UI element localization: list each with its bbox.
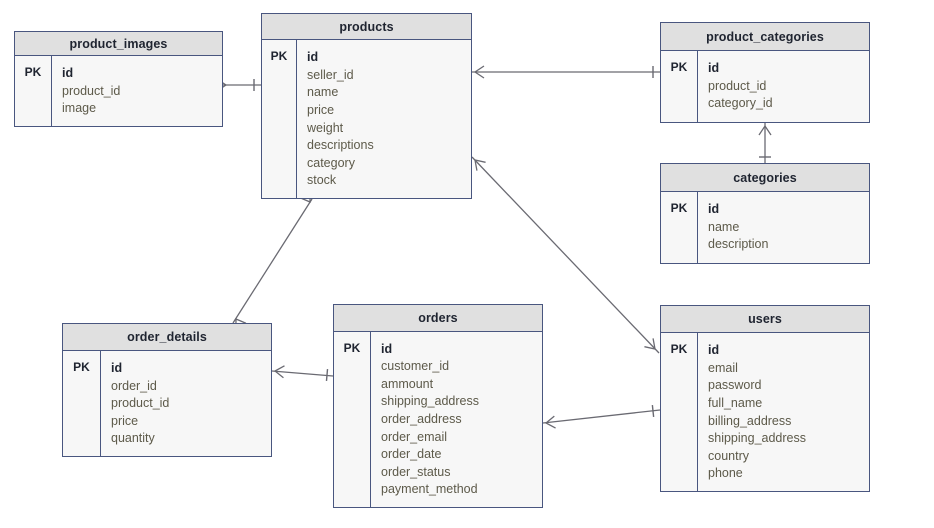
primary-key-label-users: PK [661,333,698,491]
attribute-row[interactable]: price [111,413,139,428]
entity-body-categories: PK id name description [661,192,869,263]
relationship-line [542,409,661,424]
attribute-row[interactable]: password [708,378,762,393]
relationship-line [271,370,334,377]
crowsfoot-marker-icon [644,338,656,350]
relationship-orders-users[interactable] [542,404,661,429]
attribute-row[interactable]: ammount [381,376,434,391]
crowsfoot-marker-icon [758,124,772,136]
relationship-order_details-orders[interactable] [271,365,334,382]
attribute-row[interactable]: order_status [381,464,451,479]
crowsfoot-marker-icon [273,365,285,379]
attribute-row[interactable]: payment_method [381,482,478,497]
attribute-row[interactable]: id [307,50,319,65]
attribute-row[interactable]: order_email [381,429,448,444]
attribute-row[interactable]: phone [708,466,743,481]
attribute-row[interactable]: category [307,155,355,170]
attribute-row[interactable]: id [381,341,393,356]
attribute-row[interactable]: description [708,237,769,252]
attribute-row[interactable]: country [708,448,749,463]
attribute-row[interactable]: email [708,360,738,375]
attribute-row[interactable]: full_name [708,396,763,411]
attribute-row[interactable]: category_id [708,96,773,111]
entity-body-product_categories: PK id product_id category_id [661,51,869,122]
attribute-row[interactable]: stock [307,173,337,188]
attribute-row[interactable]: id [62,66,74,81]
entity-title-product_images: product_images [15,32,222,57]
relationship-product_categories-categories[interactable] [758,123,772,163]
entity-title-product_categories: product_categories [661,23,869,51]
entity-title-categories: categories [661,164,869,192]
attribute-row[interactable]: descriptions [307,138,374,153]
attribute-row[interactable]: quantity [111,431,155,446]
primary-key-label-orders: PK [334,331,371,507]
attribute-row[interactable]: order_id [111,378,157,393]
attribute-row[interactable]: billing_address [708,413,792,428]
attribute-row[interactable]: order_address [381,412,462,427]
attribute-row[interactable]: id [708,61,720,75]
relationship-products-order_details[interactable] [231,191,315,330]
entity-title-orders: orders [334,305,542,332]
attribute-list-categories: id name description [698,192,869,263]
attribute-row[interactable]: weight [307,120,344,135]
primary-key-label-product_images: PK [15,56,52,126]
attribute-row[interactable]: order_date [381,447,442,462]
relationship-products-product_categories[interactable] [472,65,660,79]
entity-title-order_details: order_details [63,324,271,352]
attribute-row[interactable]: shipping_address [708,431,806,446]
crowsfoot-marker-icon [474,159,486,171]
one-marker-icon [325,368,329,382]
primary-key-label-order_details: PK [63,351,101,456]
attribute-row[interactable]: seller_id [307,67,354,82]
crowsfoot-marker-icon [473,65,485,79]
attribute-row[interactable]: customer_id [381,359,450,374]
entity-title-products: products [262,14,471,41]
attribute-row[interactable]: id [708,202,720,216]
attribute-row[interactable]: price [307,103,335,118]
attribute-row[interactable]: product_id [62,83,121,98]
attribute-row[interactable]: id [111,361,123,376]
attribute-list-product_categories: id product_id category_id [698,51,869,122]
crowsfoot-marker-icon [544,415,556,429]
attribute-row[interactable]: id [708,343,720,358]
primary-key-label-product_categories: PK [661,51,698,122]
relationship-product_images-products[interactable] [216,78,261,92]
primary-key-label-categories: PK [661,192,698,263]
attribute-row[interactable]: product_id [111,396,170,411]
entity-body-users: PK id email password full_name billing_addres… [661,333,869,491]
entity-title-users: users [661,306,869,334]
attribute-row[interactable]: name [708,219,740,234]
attribute-row[interactable]: product_id [708,78,767,93]
attribute-row[interactable]: name [307,85,339,100]
attribute-row[interactable]: shipping_address [381,394,479,409]
one-marker-icon [651,404,655,418]
primary-key-label-products: PK [262,40,297,198]
attribute-row[interactable]: image [62,101,97,116]
relationship-line [232,198,313,324]
